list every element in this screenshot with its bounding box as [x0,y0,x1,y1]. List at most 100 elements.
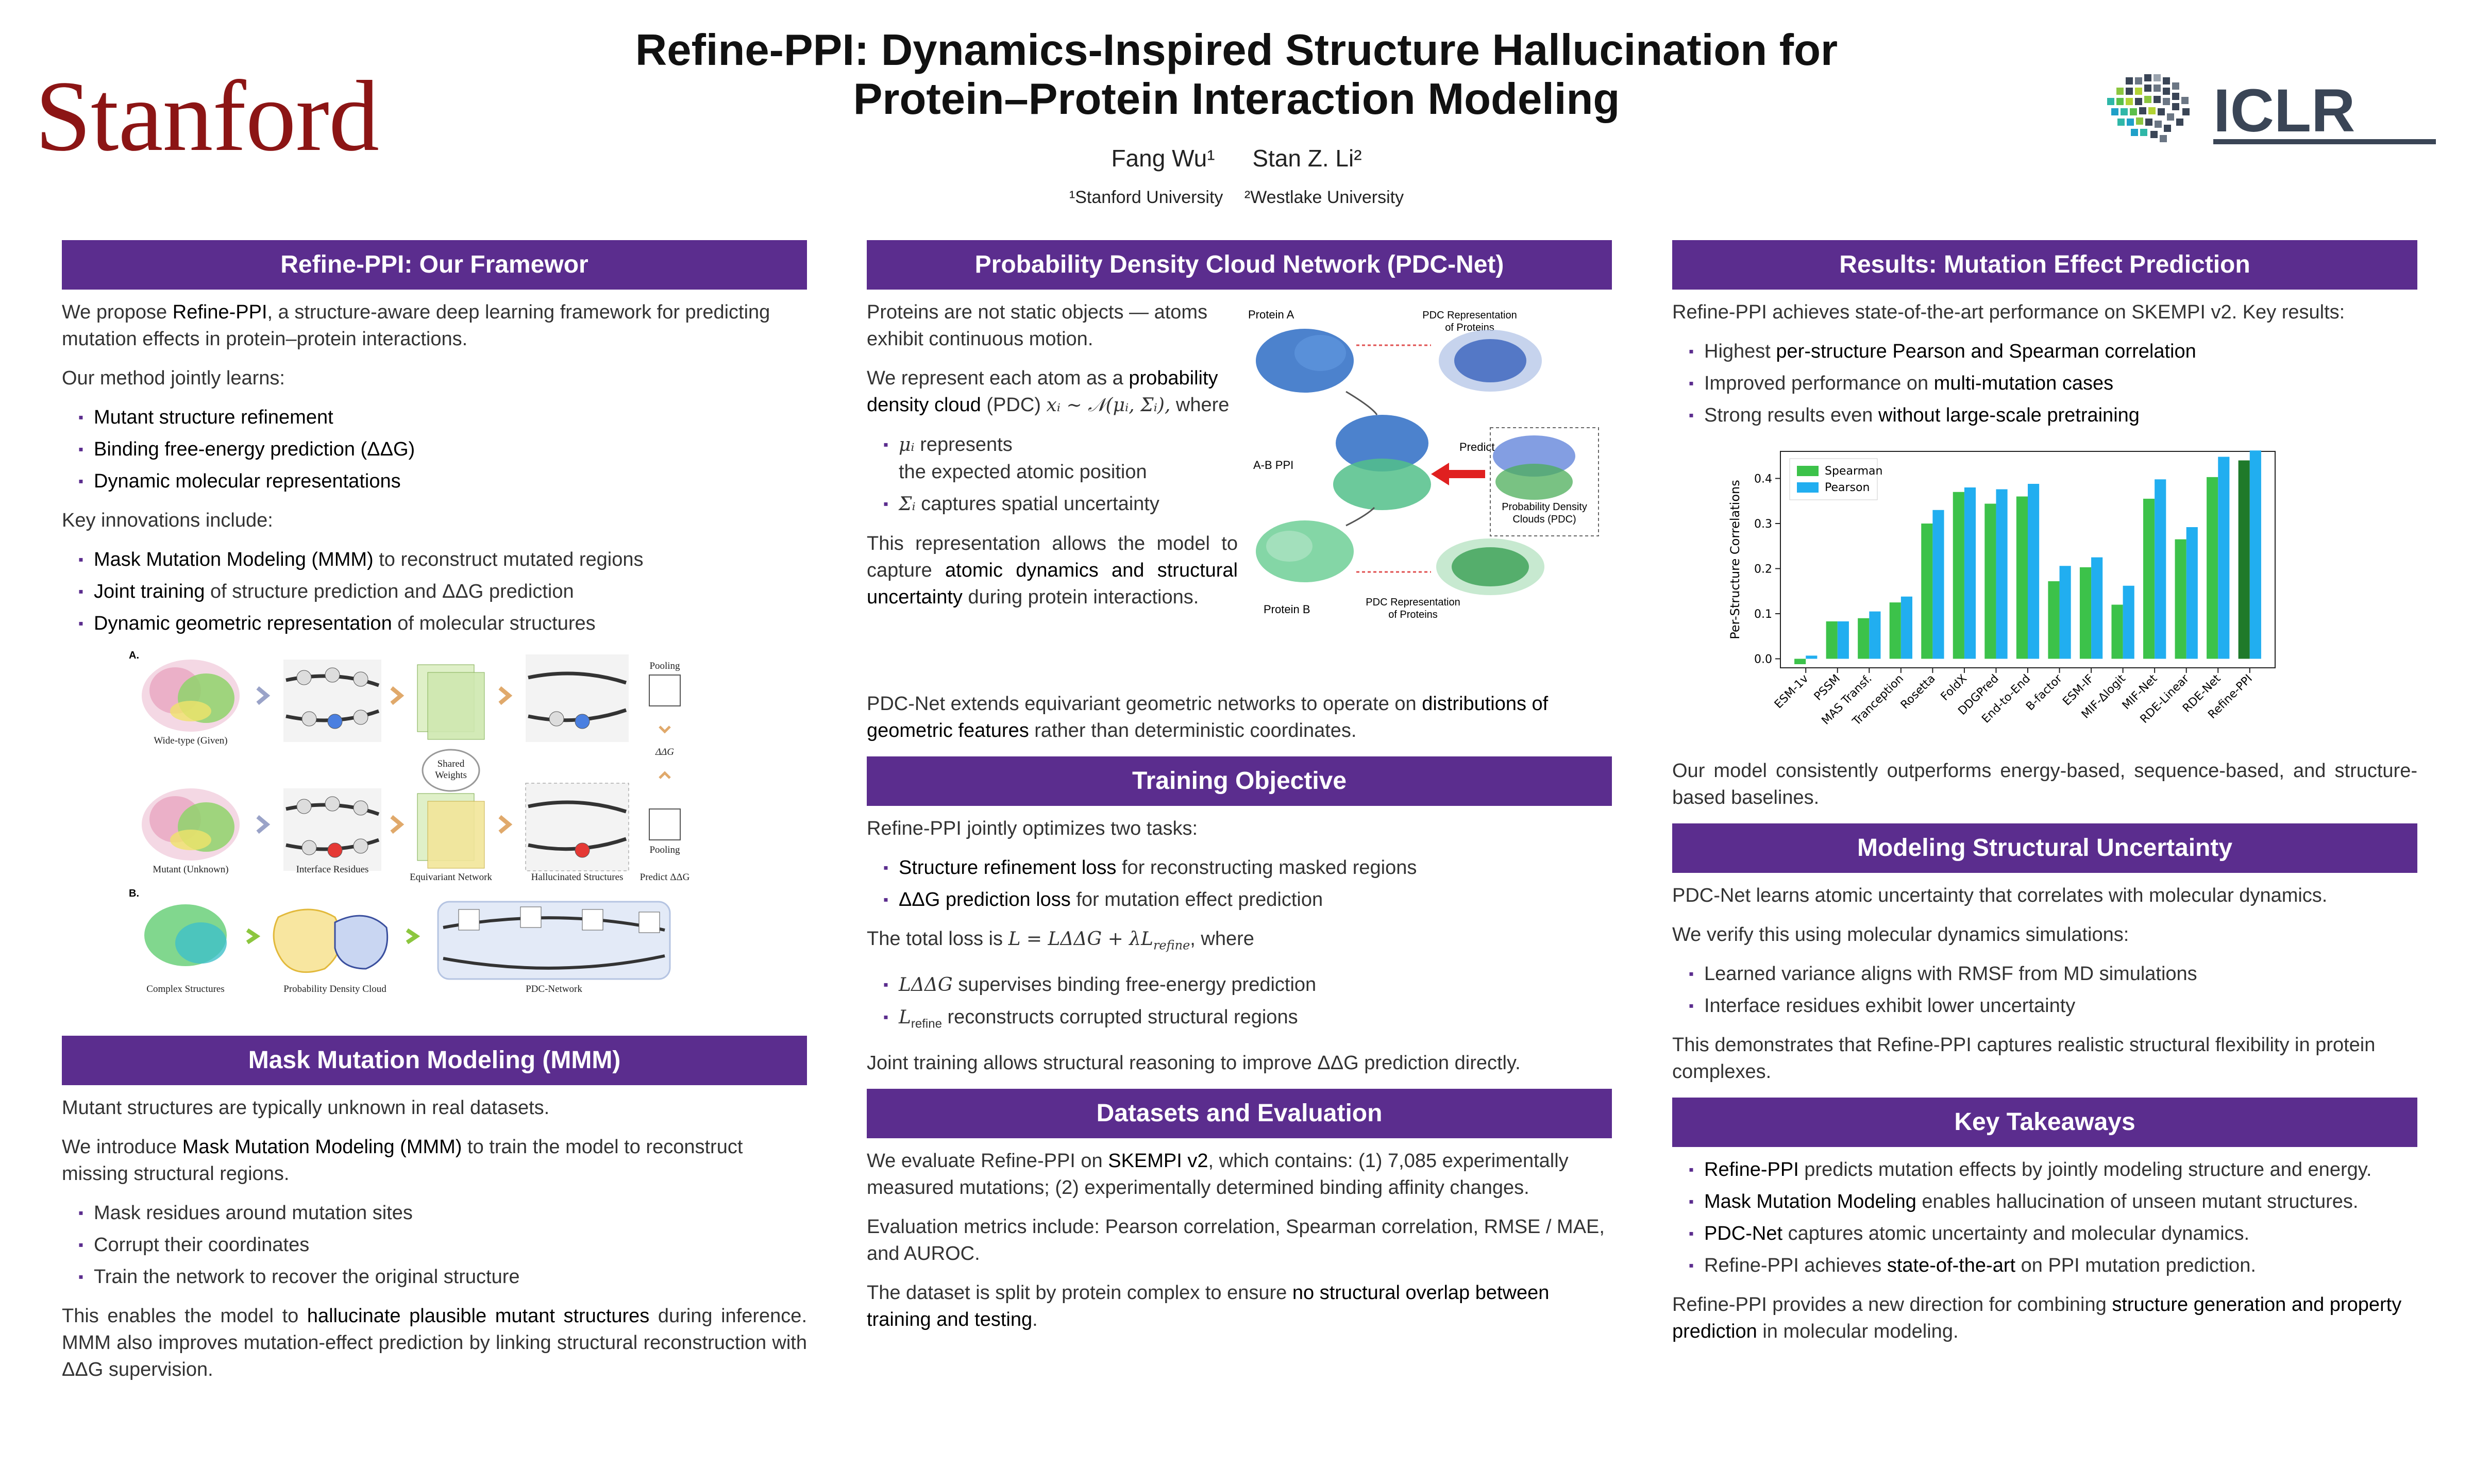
hallucinated-structures-image [525,654,629,871]
uncertainty-p2: We verify this using molecular dynamics … [1672,924,2129,946]
bar-pearson-10 [2123,585,2134,659]
results-p1: Refine-PPI achieves state-of-the-art per… [1672,301,2345,323]
mutant-protein-image [142,788,240,861]
list-item: Lrefine reconstructs corrupted structura… [867,1004,1612,1038]
list-item: Structure refinement loss for reconstruc… [867,854,1612,881]
framework-intro: We propose Refine-PPI, a structure-aware… [62,301,770,350]
bar-pearson-1 [1837,621,1849,659]
svg-text:Predict ΔΔG: Predict ΔΔG [640,872,690,883]
mmm-heading: Mask Mutation Modeling (MMM) [62,1036,807,1085]
training-heading: Training Objective [867,756,1612,806]
y-axis-label: Per-Structure Correlations [1728,480,1742,639]
datasets-p2: Evaluation metrics include: Pearson corr… [867,1216,1605,1265]
protein-b-label: Protein B [1264,603,1310,616]
author-1: Fang Wu¹ [1111,145,1215,172]
results-p2: Our model consistently outperforms energ… [1672,760,2417,808]
protein-a-image [1256,329,1354,393]
training-p1: Refine-PPI jointly optimizes two tasks: [867,818,1198,839]
list-item: PDC-Net captures atomic uncertainty and … [1672,1220,2417,1247]
bar-pearson-4 [1932,510,1944,659]
learn-list: Mutant structure refinement Binding free… [62,404,807,495]
wild-type-protein-image [142,660,240,732]
complex-structures-image [144,904,227,966]
bar-spearman-1 [1826,621,1838,659]
panel-b-label: B. [129,888,139,899]
title-line-1: Refine-PPI: Dynamics-Inspired Structure … [635,26,1838,75]
svg-text:Hallucinated Structures: Hallucinated Structures [531,872,624,883]
svg-text:Equivariant Network: Equivariant Network [410,872,492,883]
stanford-logo: Stanford [35,60,379,172]
training-p3: Joint training allows structural reasoni… [867,1052,1521,1074]
bar-pearson-8 [2059,566,2071,659]
datasets-heading: Datasets and Evaluation [867,1089,1612,1139]
bar-spearman-0 [1794,659,1806,664]
bar-pearson-3 [1900,596,1912,659]
results-list: Highest per-structure Pearson and Spearm… [1672,338,2417,429]
svg-text:Pooling: Pooling [649,845,680,855]
affiliation-list: ¹Stanford University ²Westlake Universit… [464,188,2009,208]
list-item: Mask Mutation Modeling enables hallucina… [1672,1188,2417,1215]
list-item: Train the network to recover the origina… [62,1263,807,1290]
datasets-p1: We evaluate Refine-PPI on SKEMPI v2, whi… [867,1150,1569,1199]
svg-text:Pooling: Pooling [649,661,680,671]
list-item: Corrupt their coordinates [62,1232,807,1258]
takeaways-p1: Refine-PPI provides a new direction for … [1672,1294,2402,1342]
legend-label-pearson: Pearson [1825,481,1870,494]
uncertainty-p1: PDC-Net learns atomic uncertainty that c… [1672,885,2328,906]
pdc-network-image [437,901,671,980]
list-item: Interface residues exhibit lower uncerta… [1672,992,2417,1019]
list-item: Σᵢ captures spatial uncertainty [867,491,1238,518]
affiliation-2: ²Westlake University [1244,188,1404,207]
list-item: Improved performance on multi-mutation c… [1672,370,2417,397]
bar-pearson-2 [1869,611,1881,659]
pdcnet-intro-block: Proteins are not static objects — atoms … [867,299,1612,690]
list-item: Highest per-structure Pearson and Spearm… [1672,338,2417,365]
x-tick-label: PSSM [1812,672,1843,703]
pdcnet-p3: This representation allows the model to … [867,533,1238,608]
bar-spearman-10 [2111,604,2123,659]
list-item: ΔΔG prediction loss for mutation effect … [867,886,1612,913]
list-item: Binding free-energy prediction (ΔΔG) [62,436,807,463]
chart-legend: Spearman Pearson [1789,458,1882,500]
svg-text:PDC-Network: PDC-Network [526,984,582,994]
bar-spearman-5 [1953,492,1964,659]
protein-a-label: Protein A [1248,308,1294,321]
list-item: Refine-PPI achieves state-of-the-art on … [1672,1252,2417,1279]
svg-text:Clouds (PDC): Clouds (PDC) [1512,514,1576,525]
bar-spearman-2 [1858,618,1870,659]
x-tick-label: B-factor [2024,672,2065,713]
bar-pearson-5 [1964,487,1976,659]
training-list: Structure refinement loss for reconstruc… [867,854,1612,913]
bar-spearman-11 [2143,498,2155,659]
pdc-protein-a-image [1439,330,1542,392]
bar-spearman-3 [1889,602,1901,659]
framework-figure: A. Wide-type (Given) Mutant (Unknown) [129,650,690,994]
bar-spearman-14 [2238,460,2250,659]
title-line-2: Protein–Protein Interaction Modeling [853,75,1620,124]
y-tick-label: 0.3 [1754,518,1772,531]
bar-spearman-6 [1984,503,1996,659]
iclr-logo: ICLR [2107,74,2436,145]
framework-heading: Refine-PPI: Our Framewor [62,240,807,290]
bar-pearson-7 [2028,484,2040,659]
list-item: Joint training of structure prediction a… [62,578,807,605]
interface-residues-image [283,660,381,871]
uncertainty-heading: Modeling Structural Uncertainty [1672,823,2417,873]
svg-text:Shared: Shared [438,758,465,769]
legend-label-spearman: Spearman [1825,465,1882,478]
bar-pearson-6 [1996,489,2008,659]
column-right: Results: Mutation Effect Prediction Refi… [1672,240,2417,1357]
author-list: Fang Wu¹ Stan Z. Li² [464,144,2009,172]
results-bar-chart: Per-Structure Correlations 0.00.10.20.30… [1728,450,2276,729]
bar-pearson-13 [2218,457,2230,659]
protein-b-image [1256,520,1354,582]
mmm-p1: Mutant structures are typically unknown … [62,1097,550,1119]
svg-text:PDC Representation: PDC Representation [1422,310,1517,321]
legend-swatch-pearson [1797,482,1819,493]
bar-pearson-14 [2249,450,2261,659]
svg-text:Probability Density: Probability Density [1502,501,1587,513]
bar-pearson-9 [2091,557,2103,659]
ab-ppi-complex-image [1333,415,1431,510]
list-item: Learned variance aligns with RMSF from M… [1672,960,2417,987]
y-tick-label: 0.1 [1754,608,1772,621]
